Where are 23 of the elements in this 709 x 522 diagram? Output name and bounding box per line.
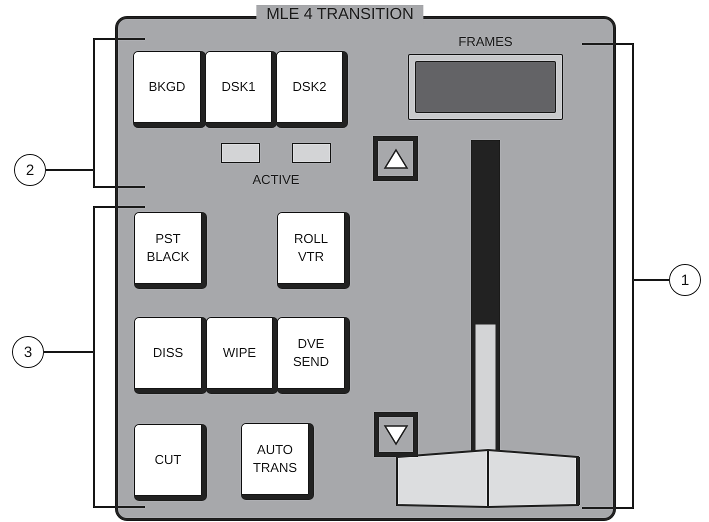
up-arrow-button (373, 136, 418, 181)
key-button: DSK1 (205, 51, 277, 128)
key-button: PST BLACK (134, 212, 207, 289)
key-button: AUTO TRANS (241, 423, 314, 500)
leader-line (44, 351, 93, 353)
indicator-label: ACTIVE (252, 172, 300, 187)
key-button: DVE SEND (277, 317, 350, 394)
bracket (93, 206, 145, 508)
key-button: DSK2 (276, 51, 348, 128)
down-arrow-button (374, 412, 418, 457)
callout-number: 2 (14, 154, 46, 186)
callout-number: 3 (12, 336, 44, 368)
leader-line (46, 169, 93, 171)
key-button: CUT (134, 424, 207, 501)
leader-line (634, 279, 669, 281)
key-button: BKGD (133, 51, 206, 128)
bracket (93, 38, 145, 188)
display-label: FRAMES (458, 34, 513, 49)
callout-number: 1 (669, 264, 701, 296)
key-button: WIPE (206, 317, 278, 394)
key-button: ROLL VTR (277, 212, 350, 289)
key-button: DISS (134, 317, 207, 394)
bracket (582, 43, 634, 509)
